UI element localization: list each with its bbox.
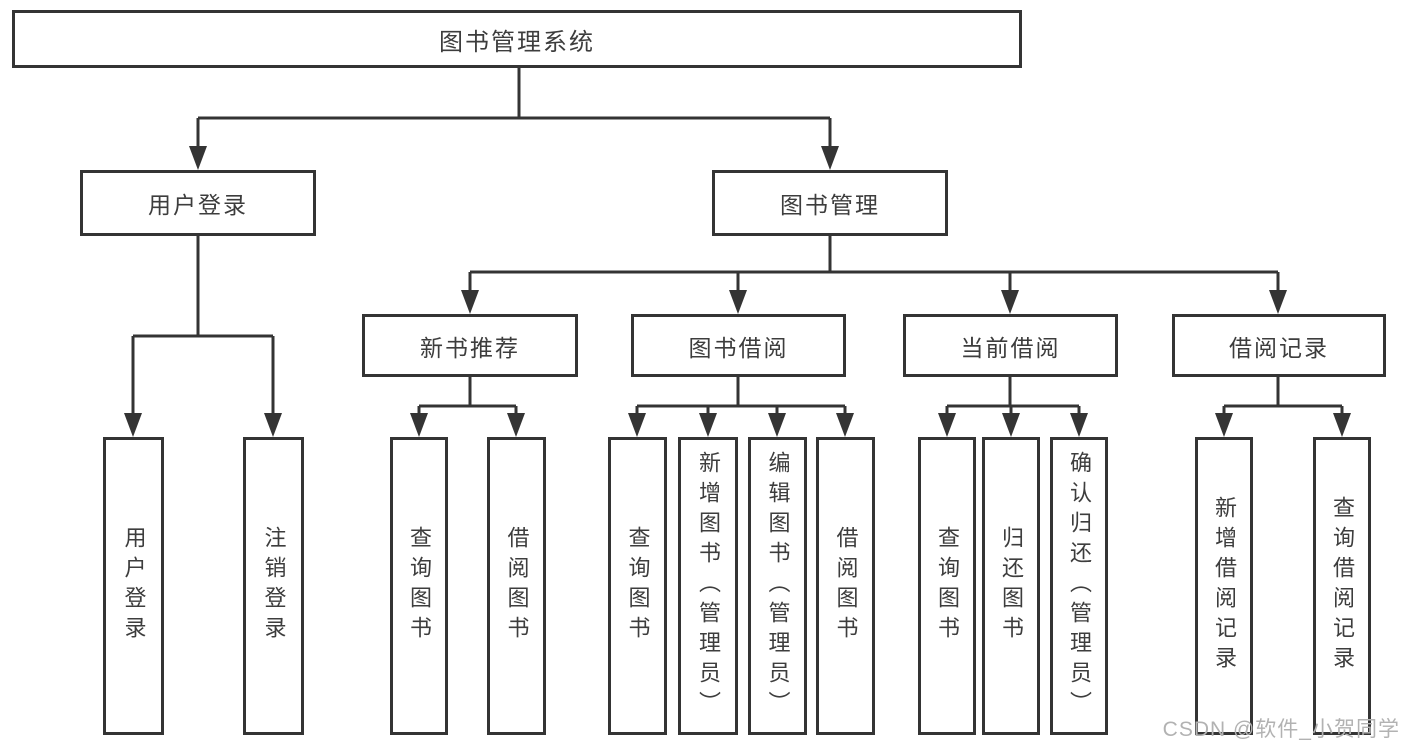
leaf-records-query-record-label: 查询借阅记录	[1330, 496, 1355, 676]
arrow-down-icon	[410, 413, 428, 437]
connector-new-book-split	[417, 374, 518, 418]
arrowheads	[124, 146, 1351, 437]
leaf-current-query-books-label: 查询图书	[935, 526, 960, 646]
leaf-newbook-borrow-books-label: 借阅图书	[504, 526, 530, 646]
connector-book-borrow-split	[635, 374, 847, 418]
arrow-down-icon	[699, 413, 717, 437]
leaf-user-login-label: 用户登录	[121, 526, 147, 646]
connector-book-mgmt-split	[468, 235, 1280, 296]
node-library-system-label: 图书管理系统	[439, 28, 595, 56]
leaf-current-return-books: 归还图书	[982, 437, 1040, 735]
csdn-watermark: CSDN @软件_小贺同学	[1162, 718, 1400, 741]
leaf-records-query-record: 查询借阅记录	[1313, 437, 1371, 735]
leaf-borrow-query-books: 查询图书	[608, 437, 667, 735]
node-library-system: 图书管理系统	[12, 10, 1022, 68]
leaf-user-login: 用户登录	[103, 437, 164, 735]
node-current-borrowing-label: 当前借阅	[960, 334, 1061, 361]
arrow-down-icon	[1333, 413, 1351, 437]
node-borrowing-records: 借阅记录	[1172, 314, 1386, 377]
leaf-records-add-record: 新增借阅记录	[1195, 437, 1253, 735]
connector-borrow-records-split	[1222, 374, 1344, 418]
arrow-down-icon	[1269, 290, 1287, 314]
node-current-borrowing: 当前借阅	[903, 314, 1118, 377]
arrow-down-icon	[729, 290, 747, 314]
node-book-borrowing: 图书借阅	[631, 314, 846, 377]
arrow-down-icon	[264, 413, 282, 437]
leaf-current-query-books: 查询图书	[918, 437, 976, 735]
connector-lines	[131, 68, 1344, 418]
leaf-logout-label: 注销登录	[261, 526, 287, 646]
node-book-management-label: 图书管理	[780, 192, 880, 218]
node-user-login-label: 用户登录	[148, 192, 248, 218]
node-user-login: 用户登录	[80, 170, 316, 236]
arrow-down-icon	[768, 413, 786, 437]
leaf-current-return-books-label: 归还图书	[999, 526, 1024, 646]
leaf-borrow-add-books-admin-label: 新增图书（管理员）	[696, 451, 721, 721]
leaf-logout: 注销登录	[243, 437, 304, 735]
arrow-down-icon	[507, 413, 525, 437]
arrow-down-icon	[938, 413, 956, 437]
leaf-current-confirm-return-admin: 确认归还（管理员）	[1050, 437, 1108, 735]
arrow-down-icon	[1002, 413, 1020, 437]
leaf-newbook-query-books-label: 查询图书	[407, 526, 432, 646]
leaf-records-add-record-label: 新增借阅记录	[1212, 496, 1237, 676]
node-new-book-recommend: 新书推荐	[362, 314, 578, 377]
arrow-down-icon	[1215, 413, 1233, 437]
leaf-borrow-borrow-books: 借阅图书	[816, 437, 875, 735]
arrow-down-icon	[189, 146, 207, 170]
arrow-down-icon	[628, 413, 646, 437]
leaf-borrow-borrow-books-label: 借阅图书	[833, 526, 859, 646]
connector-root-split	[196, 68, 832, 150]
connector-user-login-split	[131, 235, 275, 416]
connector-current-borrow-split	[945, 374, 1081, 418]
leaf-borrow-add-books-admin: 新增图书（管理员）	[678, 437, 738, 735]
arrow-down-icon	[1001, 290, 1019, 314]
leaf-borrow-edit-books-admin-label: 编辑图书（管理员）	[765, 451, 791, 721]
arrow-down-icon	[836, 413, 854, 437]
arrow-down-icon	[124, 413, 142, 437]
node-book-borrowing-label: 图书借阅	[688, 334, 789, 361]
arrow-down-icon	[821, 146, 839, 170]
leaf-newbook-borrow-books: 借阅图书	[487, 437, 546, 735]
arrow-down-icon	[1070, 413, 1088, 437]
leaf-borrow-edit-books-admin: 编辑图书（管理员）	[748, 437, 807, 735]
arrow-down-icon	[461, 290, 479, 314]
leaf-borrow-query-books-label: 查询图书	[625, 526, 651, 646]
node-book-management: 图书管理	[712, 170, 948, 236]
node-borrowing-records-label: 借阅记录	[1229, 334, 1329, 361]
leaf-current-confirm-return-admin-label: 确认归还（管理员）	[1067, 451, 1092, 721]
node-new-book-recommend-label: 新书推荐	[420, 334, 520, 361]
leaf-newbook-query-books: 查询图书	[390, 437, 448, 735]
